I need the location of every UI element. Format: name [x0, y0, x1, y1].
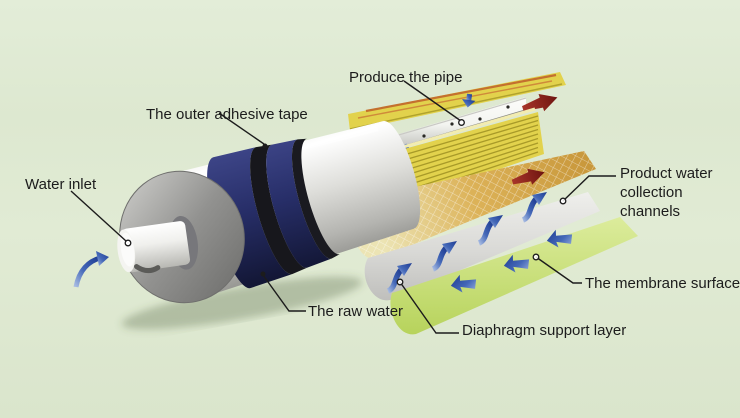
membrane-stack [339, 72, 638, 335]
element-cylinder [117, 120, 421, 304]
adhesive-tape-band-2 [266, 139, 332, 268]
tube-notch [134, 264, 161, 274]
label-produce-pipe: Produce the pipe [349, 69, 463, 86]
feed-spacer-sheet [350, 151, 596, 260]
label-outer-adhesive-tape: The outer adhesive tape [146, 106, 308, 123]
collection-channel-sheet [364, 192, 600, 301]
tape-edge-ring [291, 138, 340, 259]
label-diaphragm-support: Diaphragm support layer [462, 322, 627, 339]
inlet-flow-arrow [73, 251, 109, 288]
label-membrane-surface: The membrane surface [585, 275, 740, 292]
label-product-water-channels: Product water collection channels [620, 165, 713, 220]
label-raw-water: The raw water [308, 303, 404, 320]
tape-groove [250, 144, 308, 275]
label-water-inlet: Water inlet [25, 176, 97, 193]
